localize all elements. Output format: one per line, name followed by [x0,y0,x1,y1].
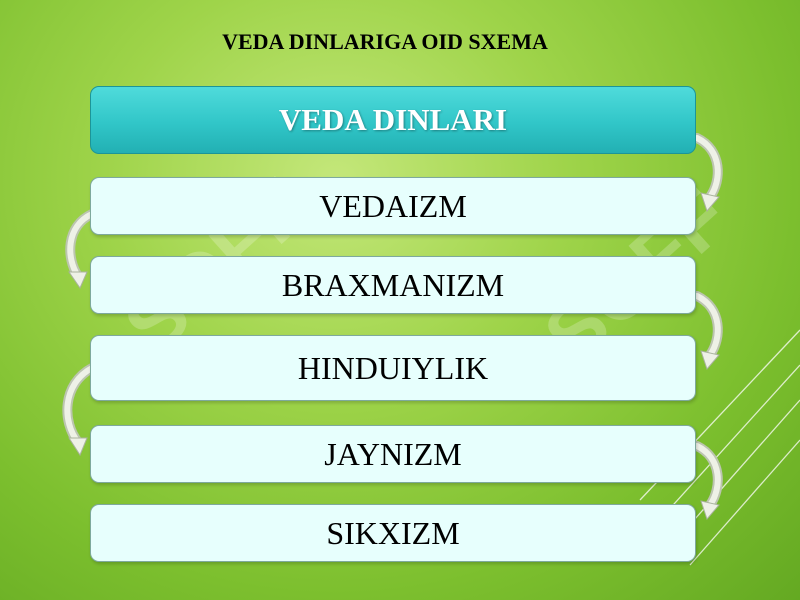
connector-arrow [692,291,723,370]
connector-arrow [62,363,97,457]
connector-arrow [692,133,723,212]
node-vedaizm: VEDAIZM [90,177,696,235]
connector-arrow [692,441,723,520]
node-sikxizm: SIKXIZM [90,504,696,562]
diagram-title: VEDA DINLARIGA OID SXEMA [222,29,548,54]
connector-arrow [65,209,97,290]
node-jaynizm: JAYNIZM [90,425,696,483]
node-braxmanizm: BRAXMANIZM [90,256,696,314]
root-node: VEDA DINLARI [90,86,696,154]
node-hinduiylik: HINDUIYLIK [90,335,696,401]
